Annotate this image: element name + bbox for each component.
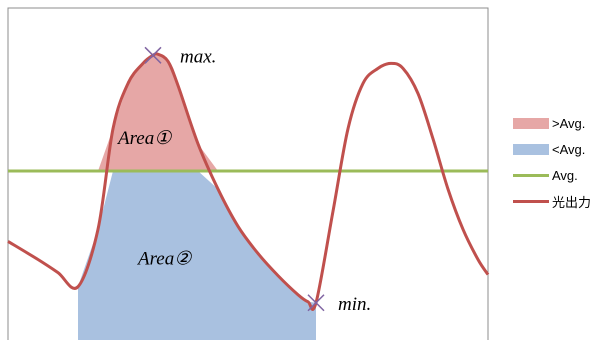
legend-label-light-output: 光出力 — [552, 194, 592, 210]
legend-label-avg: Avg. — [552, 167, 578, 183]
legend-label-above-avg: >Avg. — [552, 115, 586, 131]
light-output-line — [7, 52, 490, 311]
max-marker-stroke-b — [144, 46, 162, 64]
area1-label: Area① — [116, 128, 172, 149]
legend-swatch-above-avg — [513, 117, 549, 129]
plot-border — [7, 7, 489, 340]
legend-item-light-output: 光出力 — [513, 188, 591, 214]
min-marker-stroke-b — [307, 294, 325, 312]
min-label: min. — [338, 294, 371, 315]
max-label: max. — [180, 46, 216, 67]
legend-label-below-avg: <Avg. — [552, 141, 586, 157]
plot-area — [7, 7, 490, 340]
legend-swatch-avg — [513, 173, 549, 177]
legend-swatch-below-avg — [513, 143, 549, 155]
legend-item-below-avg: <Avg. — [513, 136, 591, 162]
legend-swatch-light-output — [513, 199, 549, 203]
below-average-area — [78, 170, 316, 340]
legend: >Avg. <Avg. Avg. 光出力 — [513, 110, 591, 214]
area2-label: Area② — [136, 249, 192, 270]
legend-item-above-avg: >Avg. — [513, 110, 591, 136]
above-average-area — [78, 54, 316, 171]
legend-item-avg: Avg. — [513, 162, 591, 188]
